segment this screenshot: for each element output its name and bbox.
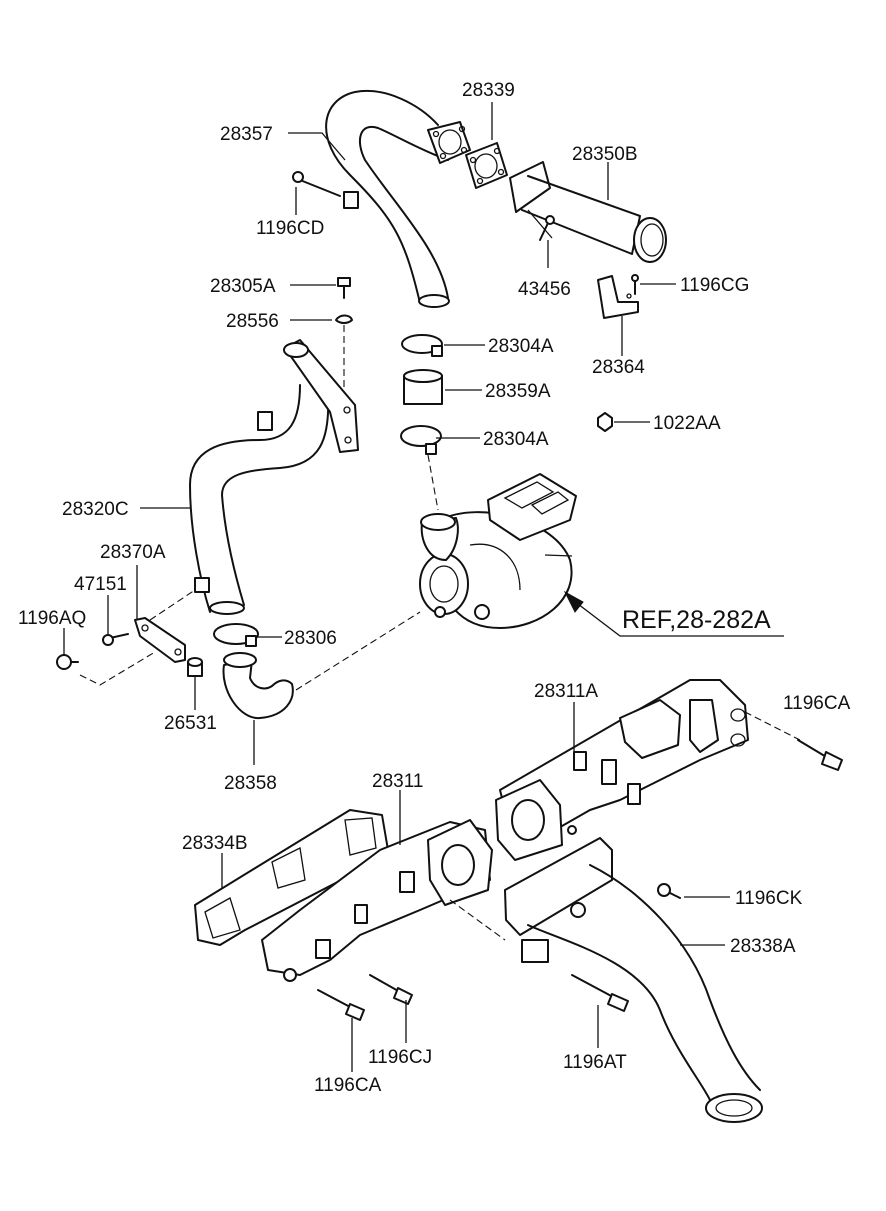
pipe-28350B: [509, 161, 667, 263]
bolt-1196CA-right: [797, 739, 843, 771]
label-28304A-top: 28304A: [488, 336, 554, 357]
centerline-28358: [295, 611, 421, 691]
label-28311A: 28311A: [534, 681, 598, 702]
bracket-28364: [597, 275, 639, 319]
bolt-1196CD: [292, 171, 341, 197]
label-1196CD: 1196CD: [256, 218, 324, 239]
turbocharger: [419, 473, 577, 629]
label-28370A: 28370A: [100, 542, 166, 563]
label-28334B: 28334B: [182, 833, 248, 854]
bracket-28370A: [134, 617, 186, 663]
label-43456: 43456: [518, 279, 571, 300]
label-28339: 28339: [462, 80, 515, 101]
exhaust-pipe-28338A: [504, 837, 763, 1123]
gasket-28339: [465, 142, 508, 189]
centerline-bracket: [149, 589, 196, 621]
label-1196CK: 1196CK: [735, 888, 803, 909]
label-28359A: 28359A: [485, 381, 551, 402]
sleeve-28359A: [403, 369, 443, 405]
flange-28320C-top: [283, 339, 359, 453]
label-47151: 47151: [74, 574, 127, 595]
nut-1022AA: [597, 412, 613, 432]
label-1196AT: 1196AT: [563, 1052, 627, 1073]
label-28305A: 28305A: [210, 276, 276, 297]
label-28311: 28311: [372, 771, 423, 792]
bolt-1196CA-bottom: [317, 989, 365, 1021]
exhaust-manifold-28311A: [495, 679, 749, 861]
bolt-1196CJ: [369, 974, 413, 1005]
hose-28358: [222, 652, 294, 720]
label-1196CG: 1196CG: [680, 275, 749, 296]
label-28357: 28357: [220, 124, 273, 145]
label-28306: 28306: [284, 628, 337, 649]
clamp-28304A-bottom: [400, 425, 442, 455]
label-1196CA-bottom: 1196CA: [314, 1075, 382, 1096]
washer-28556: [335, 314, 353, 324]
bolt-1196CK: [657, 883, 681, 899]
label-1022AA: 1022AA: [653, 413, 721, 434]
centerline-28338A: [449, 899, 506, 941]
label-28358: 28358: [224, 773, 277, 794]
ref-arrow: [563, 590, 784, 637]
label-28320C: 28320C: [62, 499, 129, 520]
centerline-sleeve: [427, 454, 439, 511]
label-28556: 28556: [226, 311, 279, 332]
flange-gasket-28357: [427, 121, 471, 164]
label-28364: 28364: [592, 357, 645, 378]
bolt-43456: [539, 215, 555, 241]
centerline-1196AQ: [79, 651, 156, 686]
hose-28320C: [189, 384, 330, 615]
upper-intake-hose: [325, 89, 450, 308]
leader-lines: [63, 102, 730, 1072]
label-28304A-bottom: 28304A: [483, 429, 549, 450]
clamp-28304A-top: [401, 334, 443, 357]
reference-label: REF,28-282A: [622, 606, 771, 634]
label-1196CJ: 1196CJ: [368, 1047, 432, 1068]
bolt-1196AQ: [56, 654, 79, 670]
bolt-47151: [102, 633, 129, 646]
label-26531: 26531: [164, 713, 217, 734]
label-1196CA-right: 1196CA: [783, 693, 851, 714]
exhaust-manifold-28311: [261, 819, 493, 982]
label-28350B: 28350B: [572, 144, 638, 165]
bolt-1196AT: [571, 974, 629, 1012]
clamp-28306: [213, 623, 259, 647]
bolt-1196CG: [631, 274, 639, 295]
centerline-1196CA-right: [744, 711, 801, 741]
label-28338A: 28338A: [730, 936, 796, 957]
label-1196AQ: 1196AQ: [18, 608, 86, 629]
bolt-28305A: [337, 277, 351, 299]
spacer-26531: [187, 657, 203, 677]
